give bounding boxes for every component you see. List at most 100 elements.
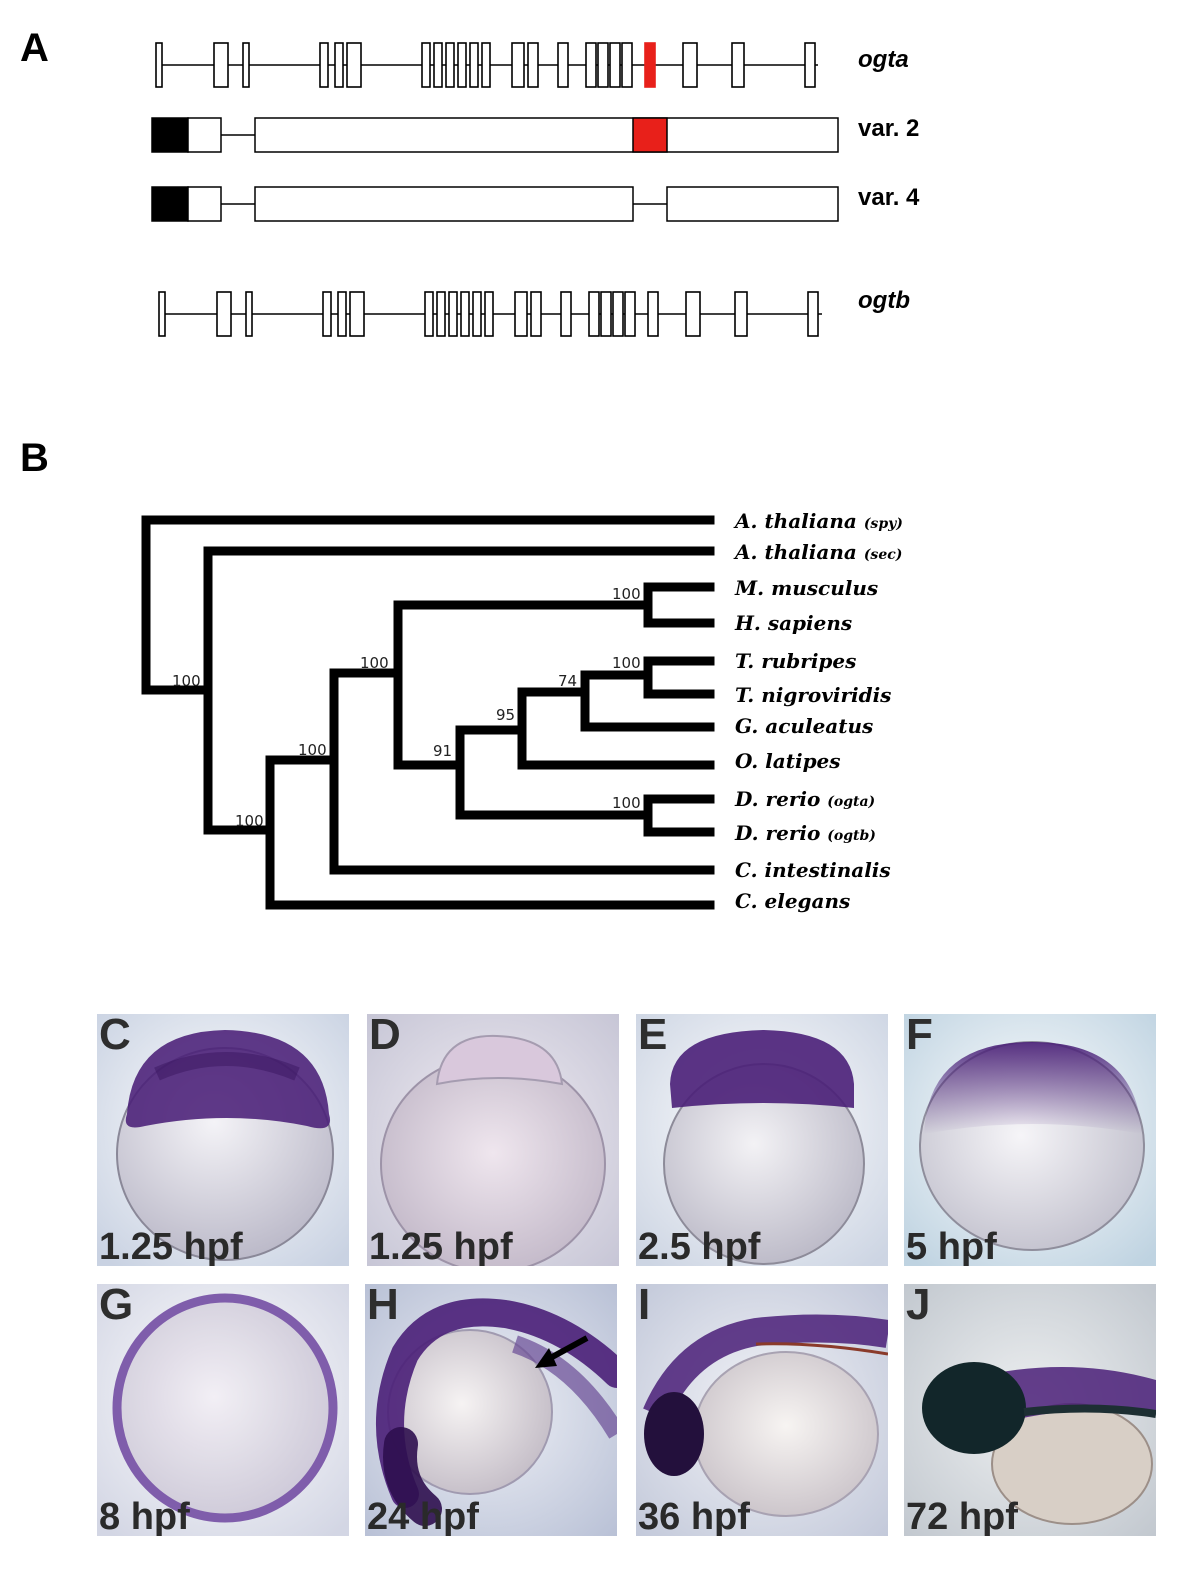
bootstrap-value: 95 [496,706,515,724]
branch [141,515,715,695]
branch [643,794,715,820]
embryo-panel-c: C 1.25 hpf [97,1014,349,1266]
taxon-label: A. thaliana (spy) [733,509,903,533]
exon [245,291,253,337]
exon [612,291,624,337]
exon [421,42,431,88]
embryo-image [367,1014,619,1266]
exon [155,42,163,88]
exon [158,291,166,337]
embryo-panel-h: H 24 hpf [365,1284,617,1536]
branch [643,670,715,699]
taxon-label: D. rerio (ogtb) [734,821,876,845]
bootstrap-value: 100 [612,585,641,603]
embryo-panel-d: D 1.25 hpf [367,1014,619,1266]
exon [621,42,633,88]
panel-label-b: B [20,436,49,480]
taxon-label: T. rubripes [735,649,856,673]
bootstrap-value: 100 [298,741,327,759]
alternative-exon [632,117,668,153]
var2-transcript [151,117,839,153]
panel-letter: C [99,1014,131,1059]
exon-block [254,186,634,222]
exon [484,291,494,337]
exon [472,291,482,337]
branch [580,670,715,732]
bootstrap-value: 100 [612,654,641,672]
embryo-panel-j: J 72 hpf [904,1284,1156,1536]
exon [213,42,229,88]
branch [329,668,715,875]
embryo-image [904,1014,1156,1266]
taxon-qualifier: (spy) [864,516,903,532]
panel-letter: J [906,1284,931,1329]
exon [514,291,528,337]
embryo-panel-e: E 2.5 hpf [636,1014,888,1266]
ogta-exon-intron-track [155,42,818,88]
gene-structure-diagram: ogta var. 2 var. 4 ogtb [151,42,920,337]
embryo-image [97,1014,349,1266]
taxon-qualifier: (ogtb) [827,828,876,844]
exon [527,42,539,88]
exon [647,291,659,337]
branch [517,687,715,770]
exon [216,291,232,337]
branch [455,725,653,820]
exon-block [254,117,839,153]
exon [334,42,344,88]
ogtb-exon-intron-track [158,291,822,337]
time-label: 36 hpf [638,1496,750,1536]
taxon-qualifier: (sec) [864,547,903,563]
exon [609,42,621,88]
time-label: 24 hpf [367,1496,479,1536]
branch [643,810,715,837]
exon [436,291,446,337]
utr-block [151,117,189,153]
exon [807,291,819,337]
panel-letter: H [367,1284,399,1329]
panel-letter: E [638,1014,668,1059]
exon-block [187,117,222,153]
exon [457,42,467,88]
embryo-image [365,1284,617,1536]
gene-label-ogta: ogta [858,46,909,73]
exon [597,42,609,88]
panel-letter: G [99,1284,134,1329]
exon [585,42,597,88]
taxa-labels: A. thaliana (spy)A. thaliana (sec)M. mus… [733,509,903,913]
bootstrap-value: 100 [360,654,389,672]
embryo-image [97,1284,349,1536]
time-label: 5 hpf [906,1226,997,1266]
exon [242,42,250,88]
taxon-label: G. aculeatus [735,714,873,738]
time-label: 1.25 hpf [369,1226,513,1266]
utr-block [151,186,189,222]
bootstrap-value: 100 [235,812,264,830]
panel-letter: D [369,1014,401,1059]
taxon-label: C. intestinalis [735,858,891,882]
embryo-panel-i: I 36 hpf [636,1284,888,1536]
exon [433,42,443,88]
time-label: 2.5 hpf [638,1226,761,1266]
panel-label-a: A [20,26,49,70]
exon [445,42,455,88]
exon [481,42,491,88]
var4-transcript [151,186,839,222]
exon [337,291,347,337]
exon [588,291,600,337]
branch [265,755,715,910]
exon [685,291,701,337]
exon [424,291,434,337]
branch [203,546,715,835]
taxon-label: T. nigroviridis [735,683,891,707]
exon [600,291,612,337]
branch [393,582,715,610]
exon [557,42,569,88]
exon [322,291,332,337]
exon [460,291,470,337]
exon [804,42,816,88]
tree-branches [141,515,715,910]
branch [643,600,715,628]
taxon-label: D. rerio (ogta) [734,787,875,811]
